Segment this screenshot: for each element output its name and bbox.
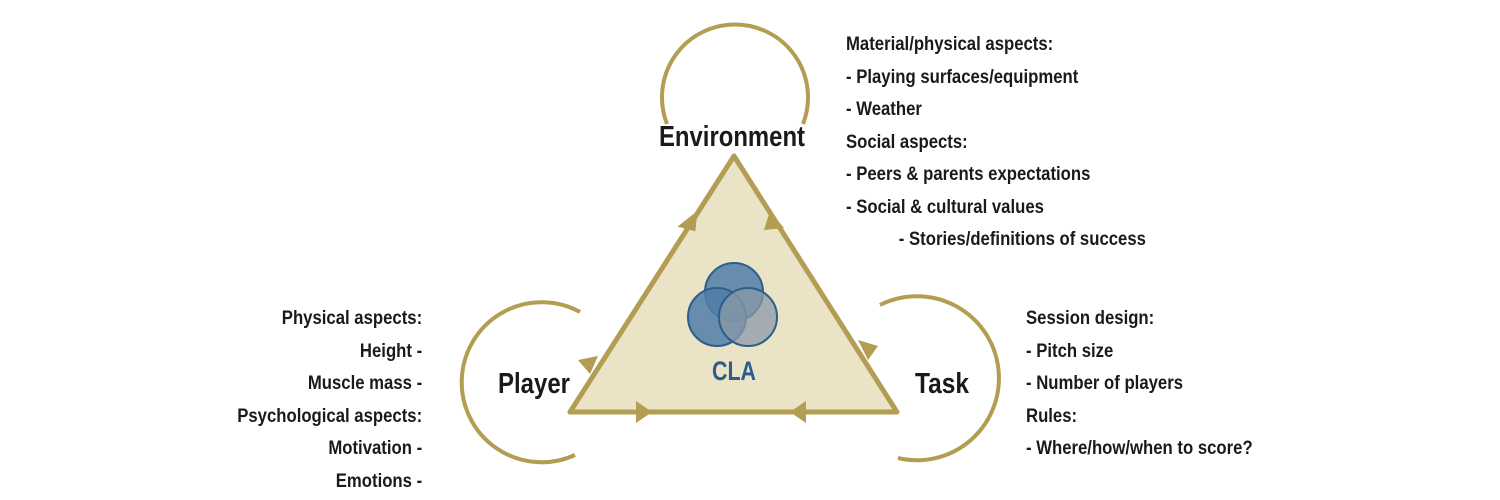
player-detail-line: Emotions - <box>335 470 422 492</box>
player-detail-line: Physical aspects: <box>281 308 422 329</box>
environment-detail-line: - Playing surfaces/equipment <box>846 66 1079 88</box>
environment-detail-line: - Peers & parents expectations <box>846 164 1091 185</box>
environment-detail-line: - Stories/definitions of success <box>898 229 1146 250</box>
task-label: Task <box>915 368 970 400</box>
task-detail-line: - Number of players <box>1026 373 1184 394</box>
task-detail-line: Rules: <box>1026 405 1078 427</box>
player-details: Physical aspects: Height - Muscle mass -… <box>237 303 422 498</box>
player-detail-line: Height - <box>359 340 422 362</box>
arrowhead-left-edge-bottom <box>578 356 598 374</box>
arrowhead-bottom-edge-left <box>636 401 652 423</box>
player-detail-line: Motivation - <box>328 438 422 459</box>
environment-cycle-arc <box>660 22 810 125</box>
environment-detail-line: - Weather <box>846 99 922 120</box>
player-detail-line: Psychological aspects: <box>237 405 422 427</box>
arrowhead-right-edge-bottom <box>858 340 878 360</box>
player-detail-line: Muscle mass - <box>307 373 422 394</box>
environment-detail-line: - Social & cultural values <box>846 196 1044 218</box>
player-cycle-arc <box>459 300 581 465</box>
task-detail-line: - Pitch size <box>1026 340 1114 362</box>
arrowhead-right-edge-top <box>764 211 784 230</box>
arrowhead-left-edge-top <box>677 210 698 232</box>
player-label: Player <box>498 368 570 400</box>
cla-label: CLA <box>712 356 756 386</box>
task-cycle-arc <box>879 294 1001 463</box>
environment-detail-line: Social aspects: <box>846 131 968 153</box>
environment-label: Environment <box>659 121 805 153</box>
task-detail-line: Session design: <box>1026 308 1155 329</box>
task-detail-line: - Where/how/when to score? <box>1026 438 1253 459</box>
environment-detail-line: Material/physical aspects: <box>846 34 1054 55</box>
task-details: Session design: - Pitch size - Number of… <box>1026 303 1253 466</box>
arrowhead-bottom-edge-right <box>790 401 806 423</box>
environment-details: Material/physical aspects: - Playing sur… <box>846 29 1146 257</box>
venn-circle-right <box>718 287 778 347</box>
